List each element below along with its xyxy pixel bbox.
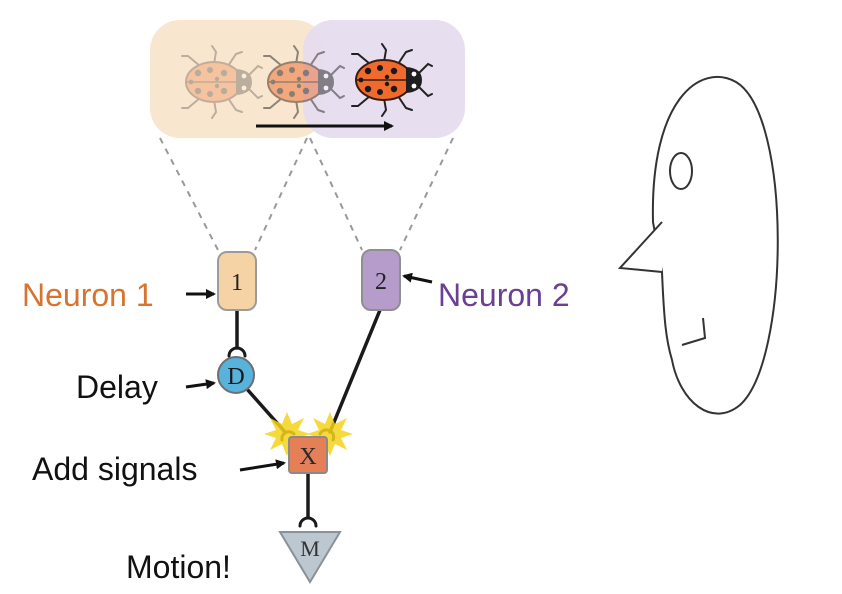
add-signals-label: Add signals <box>32 451 197 487</box>
delay-letter: D <box>227 364 244 390</box>
arrow-right-icon <box>239 459 286 472</box>
delay-node: D <box>217 356 255 394</box>
neuron2-body <box>361 249 401 311</box>
neuron2-label: Neuron 2 <box>438 277 570 313</box>
multiply-letter: X <box>299 444 316 470</box>
delay-body <box>217 356 255 394</box>
neuron1-label: Neuron 1 <box>22 277 154 313</box>
multiply-node: X <box>288 436 328 474</box>
neuron1-node: 1 <box>217 251 257 311</box>
neuron1-body <box>217 251 257 311</box>
delay-label: Delay <box>76 369 158 405</box>
field-projection-lines <box>159 137 454 251</box>
multiply-body <box>288 436 328 474</box>
arrow-right-icon <box>185 379 216 390</box>
label-arrows <box>185 272 433 472</box>
neuron2-number: 2 <box>375 269 387 295</box>
neuron2-node: 2 <box>361 249 401 311</box>
motion-node: M <box>278 531 342 584</box>
motion-body <box>278 531 342 584</box>
motion-letter: M <box>300 536 320 561</box>
face-profile-icon <box>617 76 779 415</box>
arrow-left-icon <box>402 272 433 284</box>
neuron1-number: 1 <box>231 270 243 296</box>
connections <box>235 306 382 519</box>
motion-label: Motion! <box>126 549 231 585</box>
